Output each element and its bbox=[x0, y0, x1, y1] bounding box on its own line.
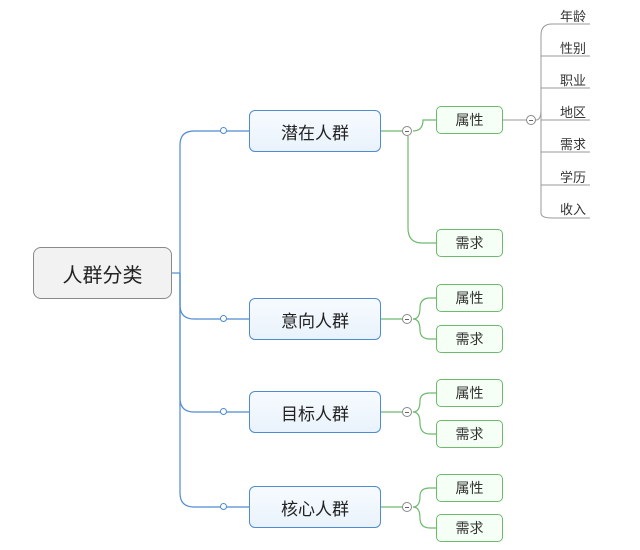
attr-node[interactable]: 属性 bbox=[436, 106, 503, 134]
root-label: 人群分类 bbox=[62, 262, 143, 287]
leaf-occupation[interactable]: 职业 bbox=[560, 74, 587, 89]
attr-node[interactable]: 属性 bbox=[436, 379, 503, 407]
leaf-income[interactable]: 收入 bbox=[560, 203, 587, 218]
subnode-label: 属性 bbox=[455, 113, 484, 129]
need-node[interactable]: 需求 bbox=[436, 325, 503, 353]
subnode-label: 属性 bbox=[455, 481, 484, 497]
group-node-target[interactable]: 目标人群 bbox=[249, 391, 381, 433]
leaf-region[interactable]: 地区 bbox=[560, 106, 587, 121]
subnode-label: 属性 bbox=[455, 291, 484, 307]
connector-dot bbox=[220, 315, 227, 322]
leaf-education[interactable]: 学历 bbox=[560, 171, 587, 186]
collapse-toggle-icon[interactable] bbox=[402, 314, 412, 324]
collapse-toggle-icon[interactable] bbox=[402, 407, 412, 417]
subnode-label: 需求 bbox=[455, 236, 484, 252]
leaf-gender[interactable]: 性别 bbox=[560, 42, 587, 57]
collapse-toggle-icon[interactable] bbox=[526, 115, 536, 125]
group-node-intent[interactable]: 意向人群 bbox=[249, 298, 381, 340]
collapse-toggle-icon[interactable] bbox=[402, 126, 412, 136]
leaf-age[interactable]: 年龄 bbox=[560, 10, 587, 25]
collapse-toggle-icon[interactable] bbox=[402, 502, 412, 512]
subnode-label: 需求 bbox=[455, 427, 484, 443]
need-node[interactable]: 需求 bbox=[436, 229, 503, 257]
need-node[interactable]: 需求 bbox=[436, 514, 503, 542]
subnode-label: 需求 bbox=[455, 332, 484, 348]
attr-node[interactable]: 属性 bbox=[436, 284, 503, 312]
attr-node[interactable]: 属性 bbox=[436, 474, 503, 502]
group-label: 目标人群 bbox=[281, 404, 349, 425]
group-label: 核心人群 bbox=[281, 499, 349, 520]
subnode-label: 属性 bbox=[455, 386, 484, 402]
group-node-latent[interactable]: 潜在人群 bbox=[249, 110, 381, 152]
connector-dot bbox=[220, 408, 227, 415]
need-node[interactable]: 需求 bbox=[436, 420, 503, 448]
connector-dot bbox=[220, 127, 227, 134]
root-node[interactable]: 人群分类 bbox=[33, 247, 172, 299]
group-node-core[interactable]: 核心人群 bbox=[249, 486, 381, 528]
connector-dot bbox=[220, 503, 227, 510]
group-label: 潜在人群 bbox=[281, 123, 349, 144]
root-connectors bbox=[172, 130, 249, 508]
group-label: 意向人群 bbox=[281, 311, 349, 332]
subnode-label: 需求 bbox=[455, 521, 484, 537]
leaf-need[interactable]: 需求 bbox=[560, 138, 587, 153]
group-connectors bbox=[381, 119, 436, 529]
leaf-connectors bbox=[503, 23, 590, 219]
